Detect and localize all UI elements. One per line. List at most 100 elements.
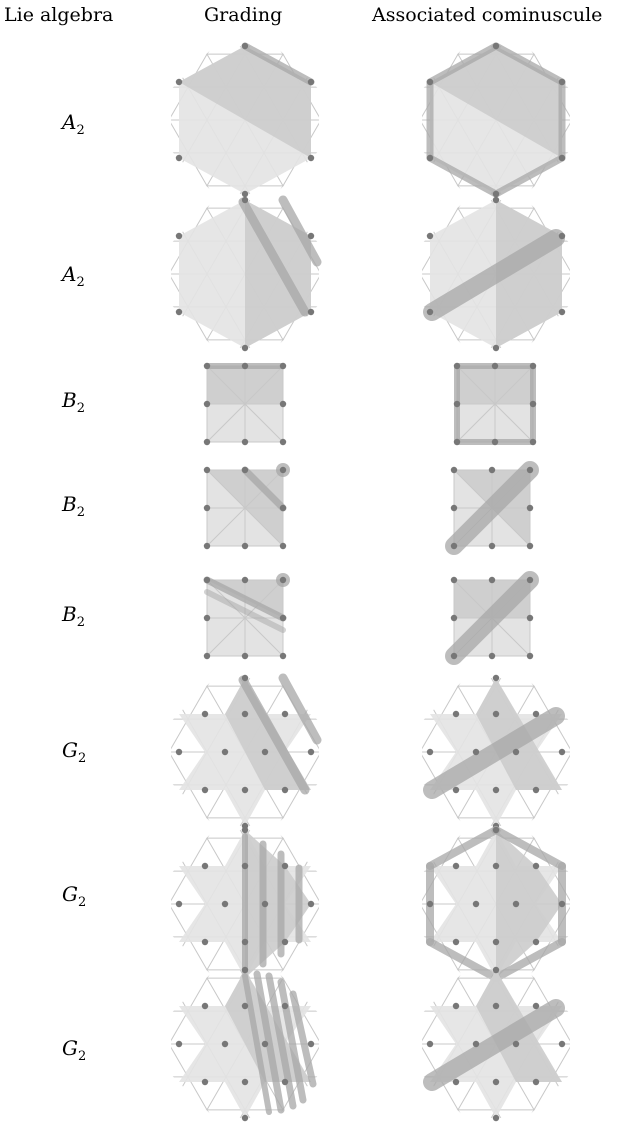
cominuscule-diagram-4 [445, 461, 539, 555]
lattice-dot [532, 786, 540, 794]
grading-diagram-3 [203, 362, 287, 446]
highlight-band [277, 978, 307, 1104]
weight-region-dark [496, 830, 562, 978]
lattice-dot [472, 748, 480, 756]
lattice-line [321, 964, 325, 1124]
lattice-dot [452, 786, 460, 794]
cominuscule-diagram-7 [416, 824, 576, 984]
lattice-dot [491, 438, 499, 446]
highlight-band [426, 938, 500, 982]
lattice-line [206, 469, 284, 547]
lattice-dot [492, 1002, 500, 1010]
lattice-dot [201, 1078, 209, 1086]
lattice-dot [221, 1040, 229, 1048]
lattice-line [416, 40, 420, 200]
highlight-band [203, 576, 287, 622]
lattice-line [165, 964, 169, 1124]
lattice-dot [426, 232, 434, 240]
lattice-dot [307, 308, 315, 316]
lattice-dot [279, 466, 287, 474]
lattice-line [321, 672, 325, 832]
lattice-line [572, 194, 576, 354]
lattice-dot [203, 466, 211, 474]
lattice-dot [558, 232, 566, 240]
lattice-line [456, 365, 534, 443]
row-label-4: B2 [62, 492, 85, 520]
lattice-line [416, 194, 420, 354]
lattice-dot [488, 576, 496, 584]
lattice-line [416, 964, 420, 1124]
lattice-line [165, 824, 169, 984]
lattice-dot [558, 78, 566, 86]
lattice-line [321, 194, 325, 354]
lattice-line [416, 824, 420, 984]
lattice-dot [488, 542, 496, 550]
lattice-line [321, 40, 325, 200]
highlight-band [265, 972, 297, 1110]
lattice-line [572, 824, 576, 984]
lattice-dot [492, 674, 500, 682]
lattice-dot [512, 748, 520, 756]
lattice-dot [558, 748, 566, 756]
grading-diagram-8 [165, 964, 325, 1124]
lattice-dot [492, 1114, 500, 1122]
lattice-line [416, 194, 420, 354]
lattice-dot [241, 466, 249, 474]
cominuscule-diagram-5 [445, 571, 539, 665]
row-label-2: A2 [62, 262, 85, 290]
lattice-line [321, 672, 325, 832]
lattice-dot [450, 652, 458, 660]
lattice-dot [526, 466, 534, 474]
lattice-dot [279, 652, 287, 660]
lattice-dot [279, 438, 287, 446]
lattice-line [416, 964, 420, 1124]
lattice-dot [241, 966, 249, 974]
lattice-dot [426, 900, 434, 908]
row-label-5: B2 [62, 602, 85, 630]
highlight-band [278, 195, 322, 267]
lattice-dot [492, 786, 500, 794]
lattice-dot [526, 504, 534, 512]
lattice-line [572, 672, 576, 832]
highlight-band [238, 197, 310, 317]
lattice-dot [307, 1040, 315, 1048]
cominuscule-diagram-2 [416, 194, 576, 354]
highlight-band [426, 826, 500, 870]
lattice-dot [558, 1040, 566, 1048]
highlight-band [426, 42, 500, 86]
lattice-dot [492, 862, 500, 870]
lattice-line [321, 824, 325, 984]
lattice-dot [241, 938, 249, 946]
lattice-dot [175, 232, 183, 240]
row-label-6: G2 [62, 738, 87, 766]
highlight-band [492, 938, 566, 982]
lattice-dot [175, 1040, 183, 1048]
lattice-dot [307, 232, 315, 240]
lattice-dot [450, 466, 458, 474]
lattice-line [165, 40, 169, 200]
lattice-dot [241, 542, 249, 550]
lattice-dot [241, 190, 249, 198]
lattice-dot [261, 1040, 269, 1048]
lattice-dot [203, 614, 211, 622]
lattice-dot [426, 154, 434, 162]
lattice-dot [307, 78, 315, 86]
row-label-3: B2 [62, 388, 85, 416]
grading-diagram-1 [165, 40, 325, 200]
lattice-dot [241, 362, 249, 370]
lattice-line [572, 194, 576, 354]
weight-region-dark [430, 46, 562, 158]
lattice-dot [241, 1002, 249, 1010]
lattice-line [165, 672, 169, 832]
highlight-band [423, 707, 565, 799]
lattice-dot [241, 42, 249, 50]
header-associated-cominuscule: Associated cominuscule [372, 4, 603, 26]
lattice-dot [203, 542, 211, 550]
lattice-dot [558, 308, 566, 316]
grading-diagram-4 [203, 463, 290, 550]
lattice-dot [532, 1002, 540, 1010]
lattice-dot [488, 466, 496, 474]
lattice-dot [281, 786, 289, 794]
highlight-band [492, 826, 566, 870]
highlight-band [289, 990, 317, 1088]
